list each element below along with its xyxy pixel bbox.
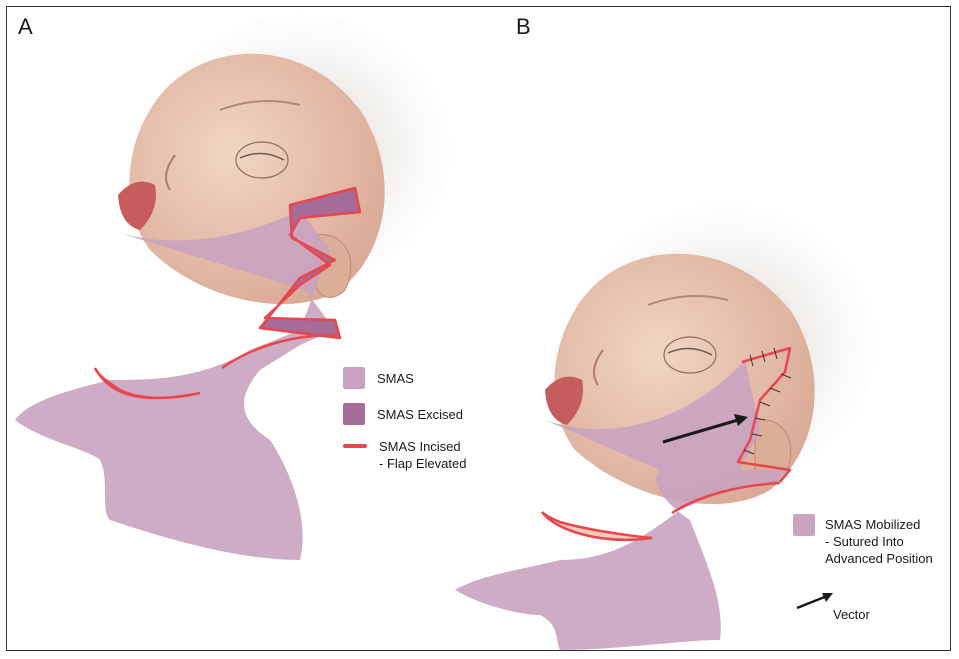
smas-swatch [343, 367, 365, 389]
legend-b-mobilized-label3: Advanced Position [825, 550, 933, 567]
legend-b-vector-label: Vector [833, 606, 870, 623]
legend-a-incised-label: SMAS Incised [379, 438, 466, 455]
legend-b-mobilized-label2: - Sutured Into [825, 533, 933, 550]
legend-b-mobilized: SMAS Mobilized - Sutured Into Advanced P… [793, 514, 933, 567]
panel-b-incision-neck [542, 512, 652, 540]
panel-b-illustration [455, 205, 875, 650]
panel-a-illustration [15, 15, 450, 560]
legend-b-vector: Vector [795, 588, 870, 623]
smas-excised-swatch [343, 403, 365, 425]
legend-a-excised: SMAS Excised [343, 403, 463, 425]
legend-a-smas: SMAS [343, 367, 414, 389]
legend-a-excised-label: SMAS Excised [377, 406, 463, 423]
incision-line-swatch [343, 444, 367, 448]
panel-label-b: B [516, 14, 531, 40]
legend-a-smas-label: SMAS [377, 370, 414, 387]
smas-mobilized-swatch [793, 514, 815, 536]
vector-arrow-icon [795, 588, 835, 612]
legend-a-incised: SMAS Incised - Flap Elevated [343, 438, 466, 472]
legend-b-mobilized-label: SMAS Mobilized [825, 516, 933, 533]
legend-a-incised-label2: - Flap Elevated [379, 455, 466, 472]
panel-label-a: A [18, 14, 33, 40]
